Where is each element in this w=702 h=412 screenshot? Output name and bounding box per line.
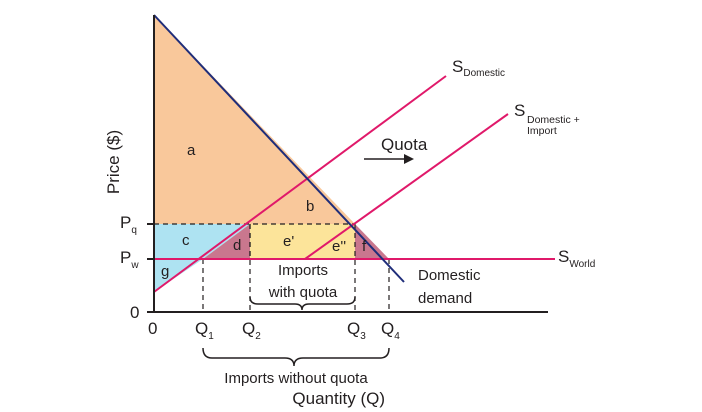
- s-domestic-import-sub2: Import: [527, 125, 557, 137]
- s-world-label: SWorld: [558, 247, 595, 270]
- y-tick-label-pw: Pw: [120, 248, 139, 271]
- area-label-g: g: [161, 263, 169, 280]
- imports-with-quota-line1: Imports: [278, 262, 328, 279]
- demand-label-line1: Domestic: [418, 267, 481, 284]
- x-tick-label-q1: Q1: [195, 319, 214, 342]
- imports-without-quota-label: Imports without quota: [224, 370, 368, 387]
- y-tick-label-pq: Pq: [120, 213, 137, 236]
- y-tick-label-zero: 0: [130, 303, 139, 322]
- s-domestic-import-line: [304, 113, 509, 260]
- area-label-e-prime: e': [283, 233, 294, 250]
- s-domestic-import-sub1: Domestic +: [527, 114, 580, 126]
- y-axis-label: Price ($): [104, 130, 123, 194]
- s-domestic-line: [153, 75, 447, 293]
- area-c-region: [154, 224, 250, 259]
- area-label-a: a: [187, 142, 196, 159]
- imports-with-quota-brace: [249, 296, 356, 311]
- x-tick-label-zero: 0: [148, 319, 157, 338]
- area-e-prime-region: [250, 224, 355, 259]
- area-label-f: f: [362, 238, 367, 255]
- quota-label: Quota: [381, 135, 428, 154]
- area-label-e-double-prime: e'': [332, 238, 346, 255]
- imports-with-quota-line2: with quota: [268, 284, 338, 301]
- x-tick-label-q4: Q4: [381, 319, 400, 342]
- x-tick-label-q2: Q2: [242, 319, 261, 342]
- s-domestic-label: SDomestic: [452, 57, 505, 79]
- s-domestic-import-label: S: [514, 101, 525, 120]
- x-tick-label-q3: Q3: [347, 319, 366, 342]
- quota-arrowhead: [404, 154, 414, 164]
- area-label-c: c: [182, 232, 190, 249]
- demand-label-line2: demand: [418, 290, 472, 307]
- area-d-region: [203, 224, 250, 259]
- area-label-b: b: [306, 198, 314, 215]
- demand-line: [153, 14, 405, 283]
- area-label-d: d: [233, 237, 241, 254]
- x-axis-label: Quantity (Q): [292, 389, 385, 408]
- area-f-region: [355, 224, 389, 259]
- imports-without-quota-brace: [202, 347, 390, 367]
